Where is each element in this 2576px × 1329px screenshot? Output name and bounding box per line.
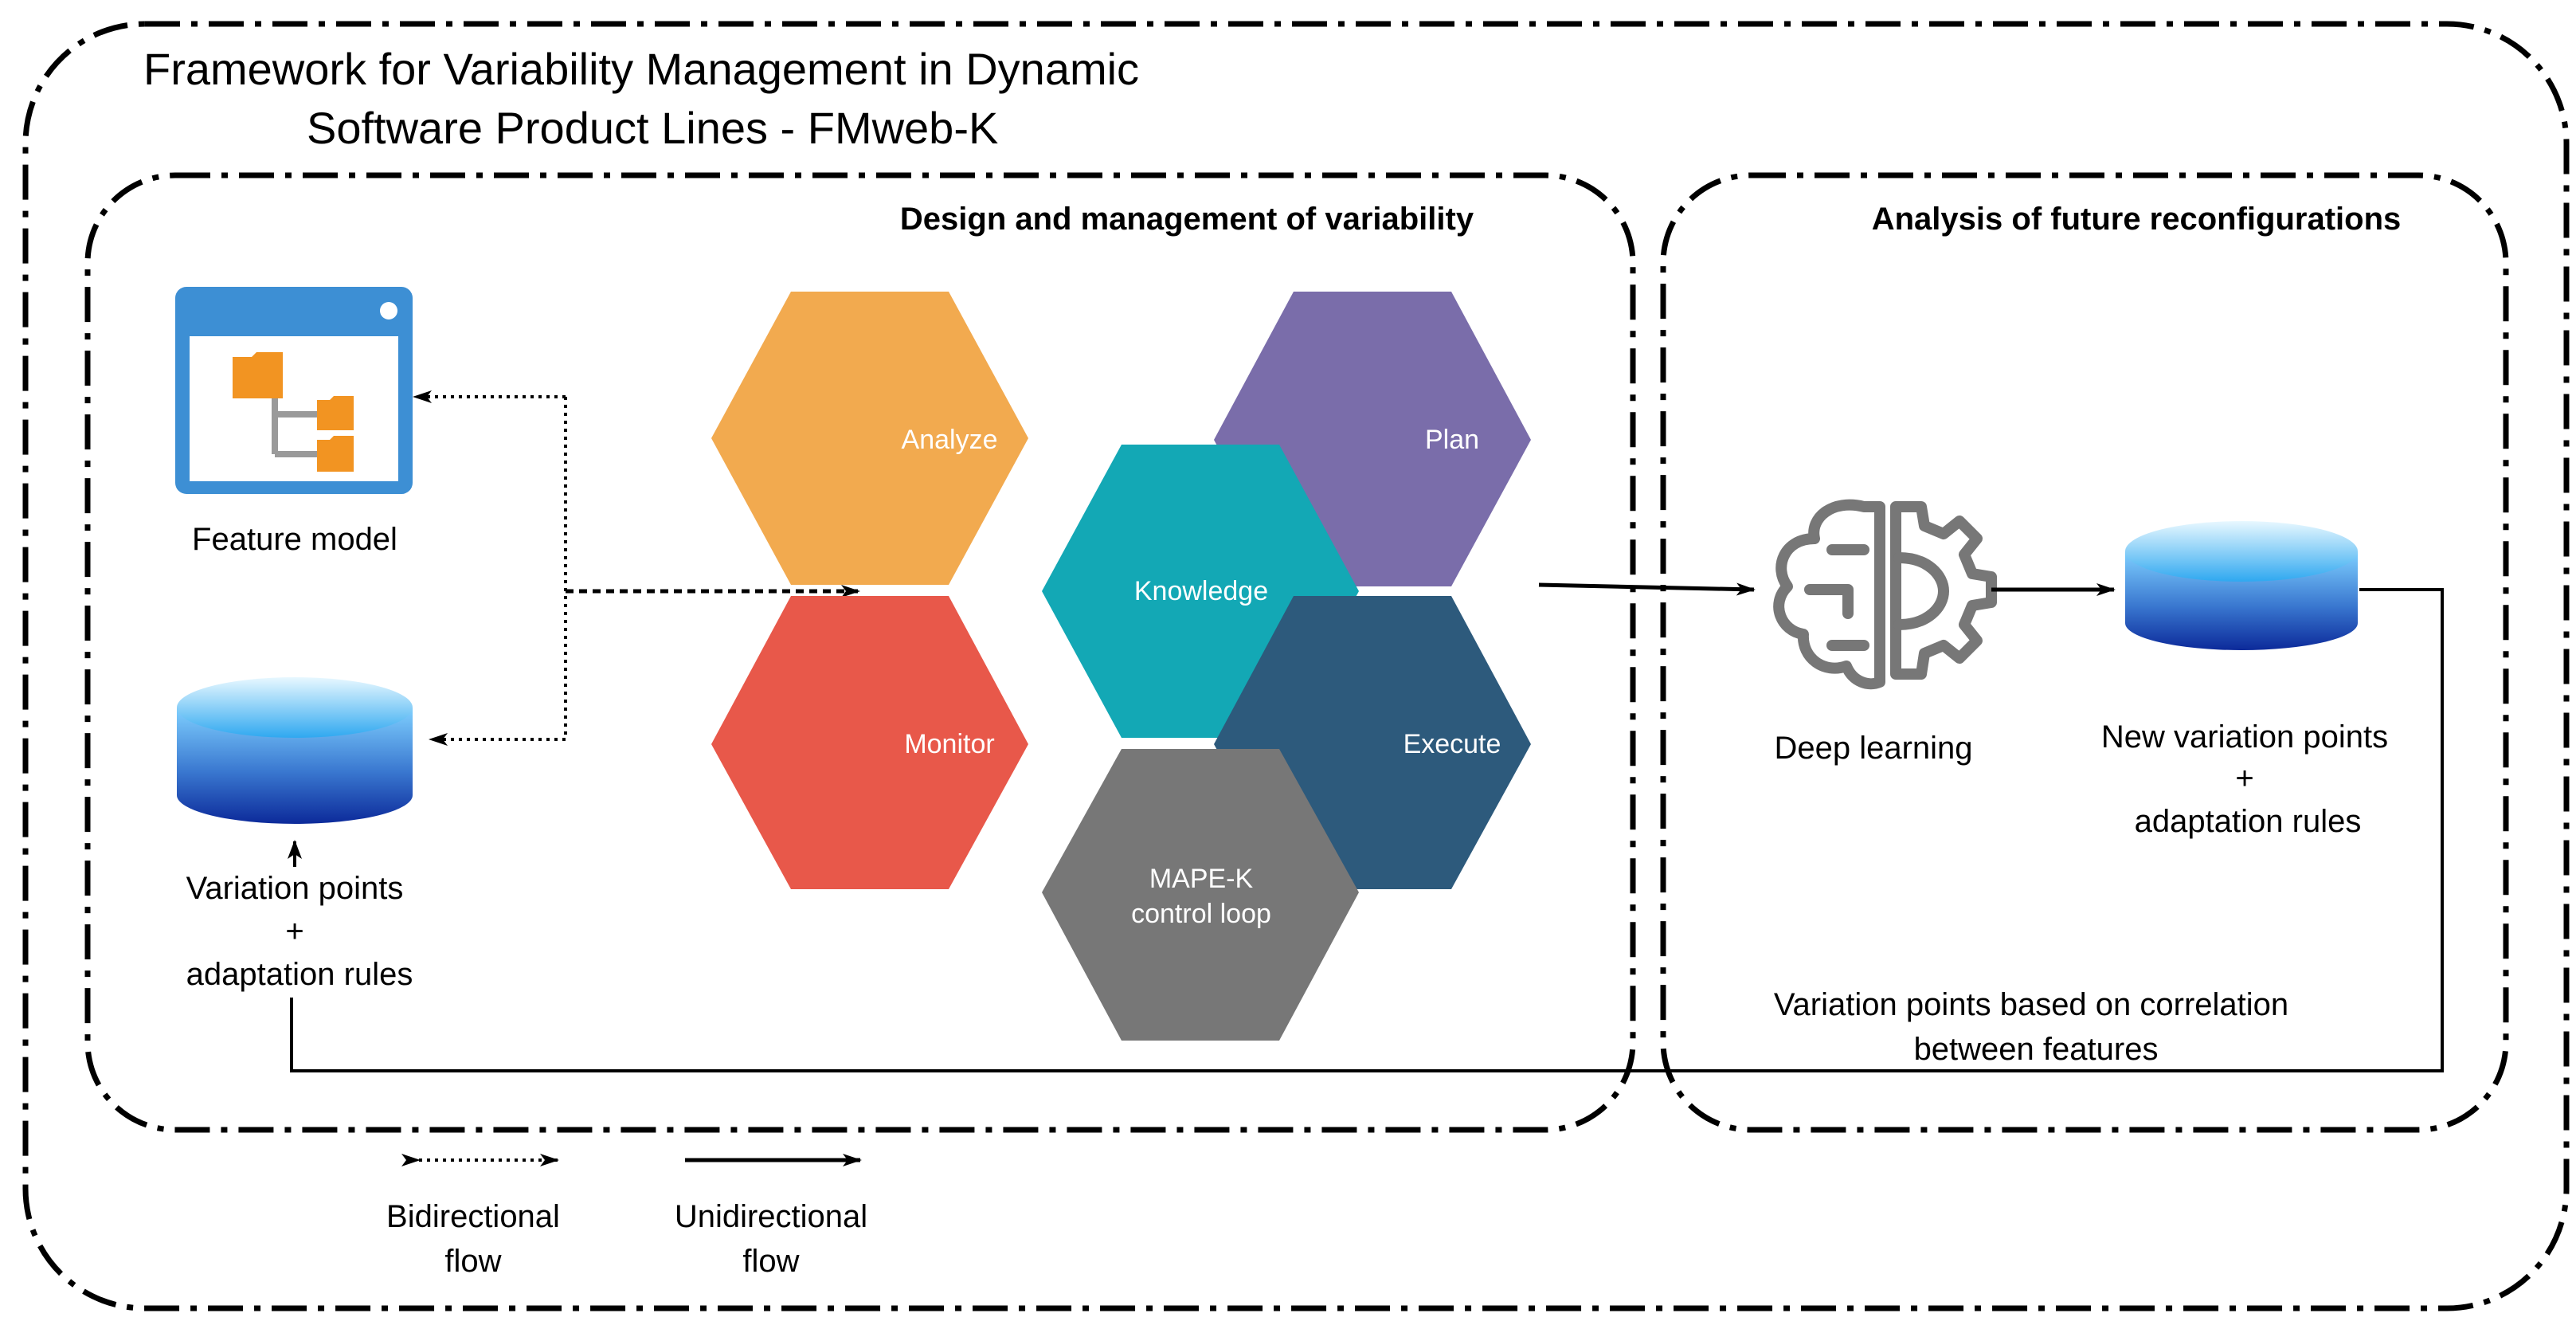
feedback-connector	[290, 588, 2444, 1072]
hex-analyze	[711, 292, 1028, 585]
legend-bidirectional-label-line1: Bidirectional	[386, 1199, 560, 1234]
legend-unidirectional-label-line2: flow	[742, 1244, 799, 1279]
hex-monitor-label: Monitor	[904, 729, 994, 759]
framework-title-line1: Framework for Variability Management in …	[143, 44, 1139, 94]
variation-points-label-line3: adaptation rules	[186, 957, 413, 992]
analysis-section-title: Analysis of future reconfigurations	[1872, 202, 2402, 237]
legend: Bidirectional flow Unidirectional flow	[386, 1154, 867, 1279]
hex-knowledge-label: Knowledge	[1134, 576, 1268, 606]
framework-container	[22, 21, 2570, 1311]
design-section-title: Design and management of variability	[900, 202, 1474, 237]
variation-points-label-line1: Variation points	[186, 871, 404, 906]
new-variation-label-line3: adaptation rules	[2135, 804, 2362, 839]
variation-points-label-line2: +	[285, 914, 303, 949]
hex-monitor	[711, 596, 1028, 889]
new-variation-label-line2: +	[2235, 761, 2253, 796]
flow-mapek-to-deep-learning	[1538, 582, 1756, 596]
hex-mapek-label-line1: MAPE-K	[1149, 864, 1254, 894]
analysis-section	[1660, 172, 2509, 1133]
new-variation-label-line1: New variation points	[2101, 719, 2388, 755]
framework-title-line2: Software Product Lines - FMweb-K	[307, 103, 998, 153]
legend-unidirectional-label-line1: Unidirectional	[675, 1199, 867, 1234]
database-icon	[177, 677, 413, 824]
bidirectional-connector	[413, 390, 567, 746]
hex-execute-label: Execute	[1403, 729, 1501, 759]
feature-model-label: Feature model	[192, 522, 397, 557]
hex-mapek-label-line2: control loop	[1131, 899, 1271, 929]
brain-gear-icon	[1773, 499, 1997, 690]
feature-model-window-icon	[175, 287, 413, 494]
hex-analyze-label: Analyze	[902, 425, 998, 455]
legend-bidirectional-label-line2: flow	[444, 1244, 501, 1279]
database-icon-new	[2125, 521, 2358, 650]
design-section	[84, 172, 1636, 1133]
deep-learning-label: Deep learning	[1774, 731, 1972, 766]
correlation-label-line2: between features	[1914, 1032, 2159, 1067]
hex-plan-label: Plan	[1425, 425, 1479, 455]
hex-mapek-control-loop	[1042, 749, 1359, 1041]
correlation-label-line1: Variation points based on correlation	[1774, 987, 2288, 1022]
